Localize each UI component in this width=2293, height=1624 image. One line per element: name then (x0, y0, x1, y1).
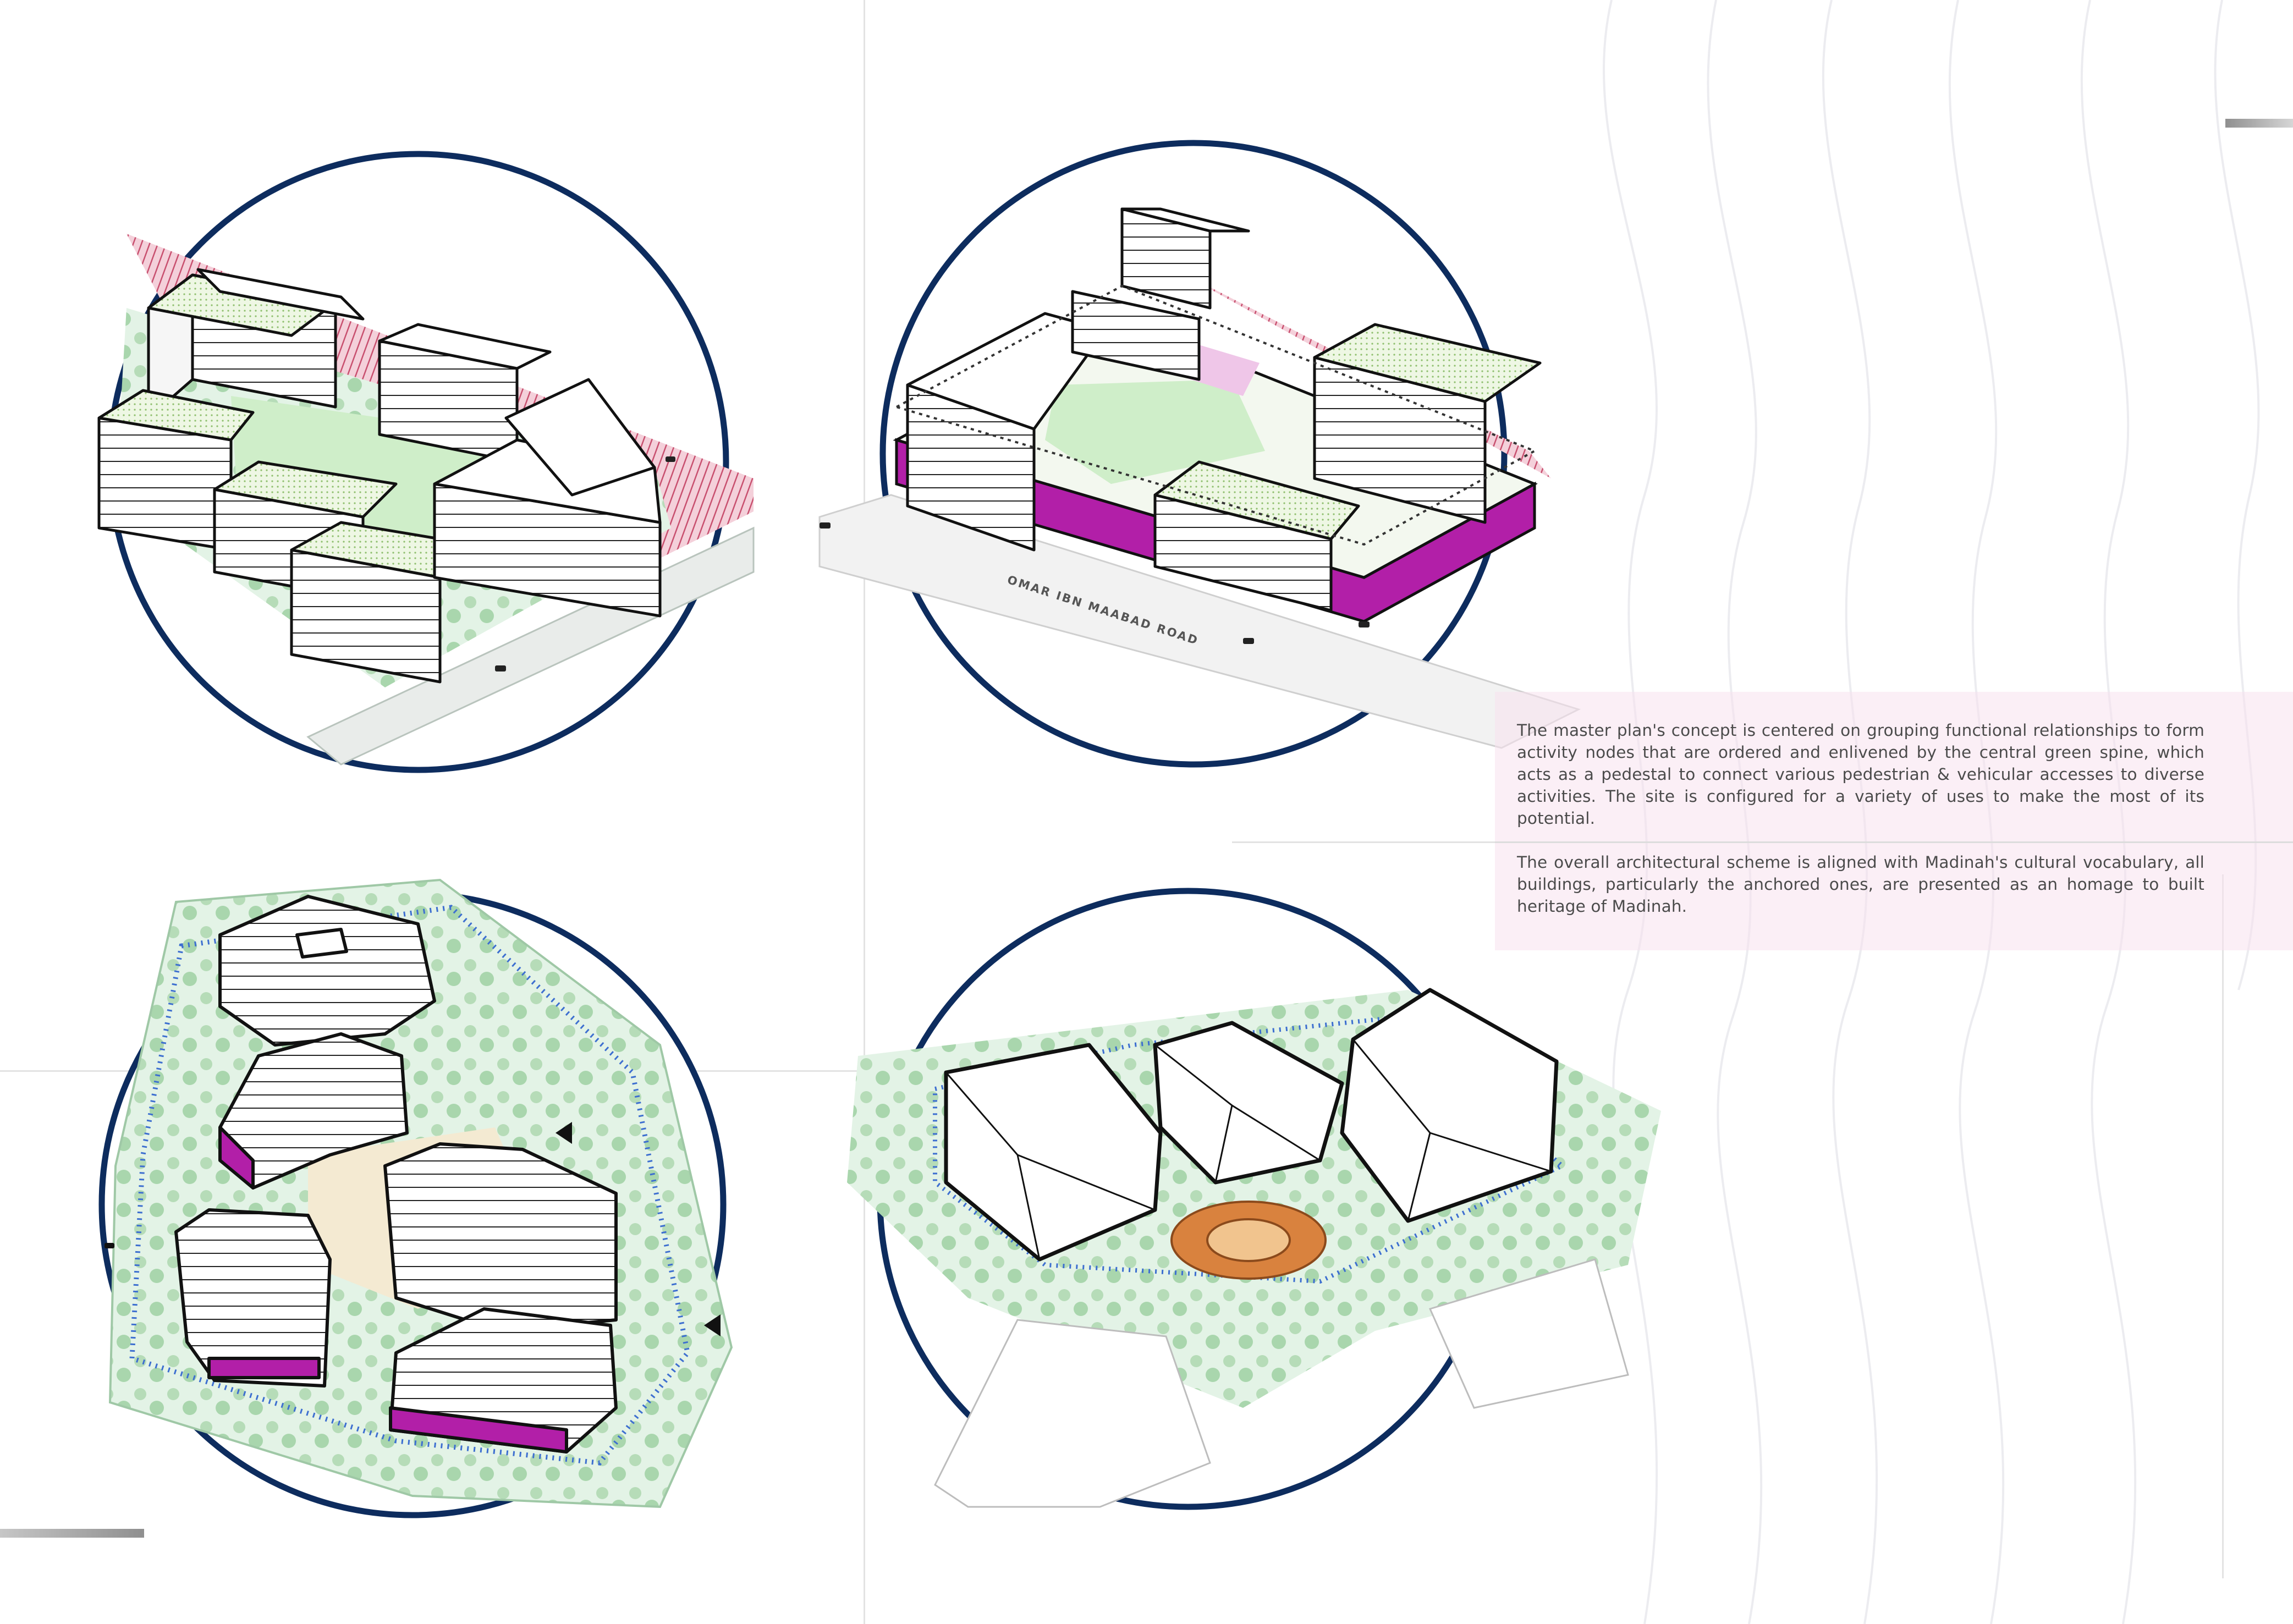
panel-divider (1495, 841, 2293, 843)
building-f (433, 378, 662, 618)
bottom-left-accent-bar (0, 1529, 144, 1538)
anchor-buildings (944, 988, 1559, 1262)
building-c (97, 389, 255, 552)
block-north (1071, 207, 1250, 381)
block-east (1313, 323, 1542, 524)
block-east (383, 1142, 618, 1333)
building-a (147, 268, 365, 420)
buildings (174, 895, 618, 1454)
block-west (906, 312, 1107, 552)
panel-top-left (97, 151, 755, 773)
cars (820, 522, 1370, 644)
neighbouring-outline-buildings (934, 1258, 1629, 1508)
courtyard-green (1045, 379, 1265, 484)
description-paragraph-2: The overall architectural scheme is alig… (1517, 853, 2204, 916)
panel-top-right: OMAR IBN MAABAD ROAD (818, 140, 1581, 768)
access-markers (105, 1122, 721, 1336)
building-e (290, 521, 475, 684)
tower-north (218, 895, 436, 1047)
right-guide-line (2222, 874, 2224, 1578)
panel-bottom-right (847, 888, 1661, 1510)
pedestrian-loop (129, 905, 690, 1466)
dashed-envelope (893, 284, 1537, 546)
panel-bottom-left (98, 878, 733, 1518)
block-southeast (389, 1307, 618, 1454)
buildings (97, 268, 662, 684)
description-paragraph-1: The master plan's concept is centered on… (1517, 721, 2204, 828)
massing-blocks (906, 207, 1542, 612)
building-b (378, 323, 552, 464)
tower-middle (218, 1032, 409, 1190)
block-southwest (174, 1208, 332, 1388)
description-panel: The master plan's concept is centered on… (1495, 692, 2293, 950)
building-ridgelines (945, 1039, 1552, 1260)
top-right-accent-bar (2225, 119, 2293, 128)
horizontal-guide-line-right (1232, 841, 1495, 843)
block-center (1153, 460, 1360, 612)
vertical-guide-line (864, 0, 865, 1624)
cars (495, 456, 675, 671)
playground (1170, 1201, 1327, 1280)
